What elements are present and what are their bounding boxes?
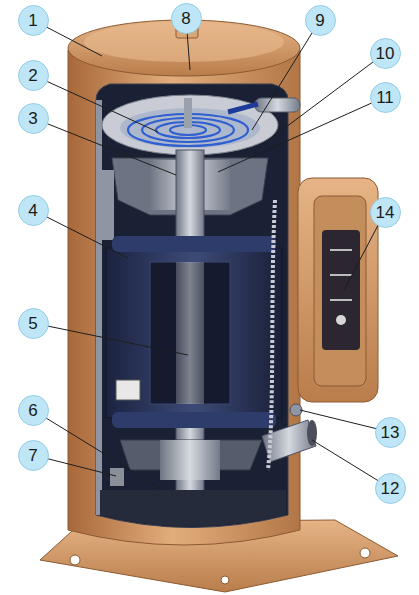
callout-circle: 7 xyxy=(18,440,49,471)
callout-circle: 1 xyxy=(18,5,49,36)
callout-circle: 14 xyxy=(370,197,401,228)
callout-circle: 12 xyxy=(375,473,406,504)
callout-number: 8 xyxy=(181,10,190,27)
callout-number: 1 xyxy=(28,12,37,29)
callout-circle: 8 xyxy=(171,3,202,34)
callout-circle: 9 xyxy=(305,5,336,36)
callout-circle: 6 xyxy=(18,395,49,426)
callout-number: 3 xyxy=(28,110,37,127)
callout-circle: 5 xyxy=(18,308,49,339)
callout-number: 6 xyxy=(28,402,37,419)
callout-number: 2 xyxy=(28,67,37,84)
callout-circle: 4 xyxy=(18,195,49,226)
callout-circle: 2 xyxy=(18,60,49,91)
callout-circle: 13 xyxy=(375,417,406,448)
callout-number: 9 xyxy=(315,12,324,29)
callout-number: 5 xyxy=(28,315,37,332)
callout-number: 7 xyxy=(28,447,37,464)
callout-circle: 11 xyxy=(370,82,401,113)
callout-circle: 10 xyxy=(370,38,401,69)
callout-number: 10 xyxy=(376,45,395,62)
callout-number: 12 xyxy=(381,480,400,497)
callout-circle: 3 xyxy=(18,103,49,134)
callout-number: 11 xyxy=(376,89,394,106)
leader-lines xyxy=(33,18,390,488)
callout-number: 14 xyxy=(376,204,395,221)
callout-number: 4 xyxy=(28,202,37,219)
callout-number: 13 xyxy=(381,424,400,441)
